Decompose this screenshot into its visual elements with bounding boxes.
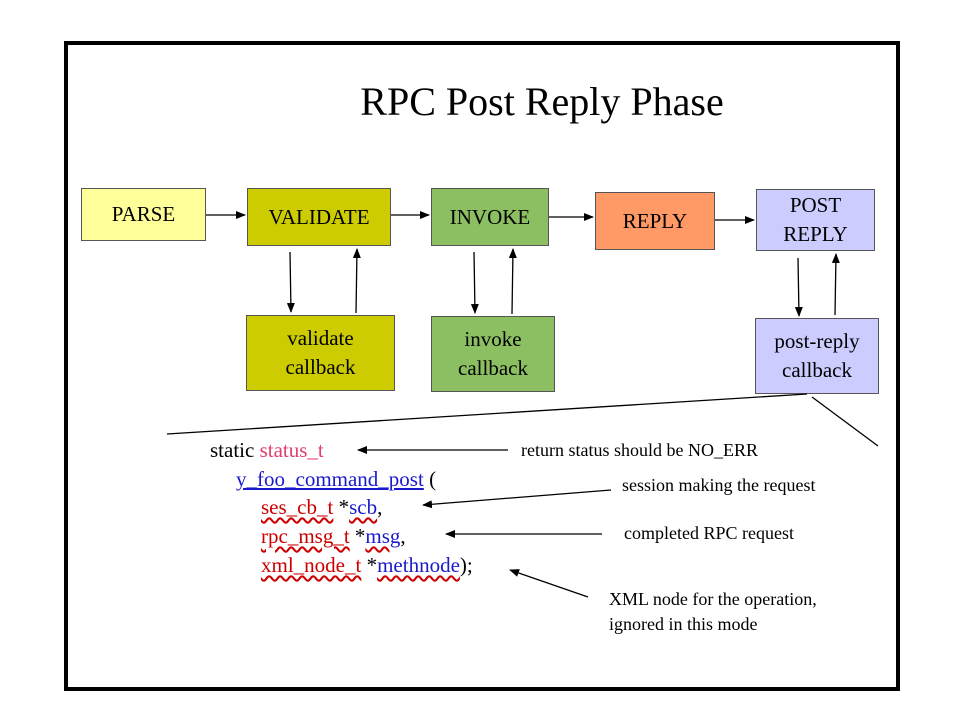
msg-note: completed RPC request: [624, 523, 794, 543]
arrow-post-up: [831, 253, 840, 316]
page-title: RPC Post Reply Phase: [360, 79, 724, 124]
param3-type: xml_node_t: [261, 553, 362, 577]
code-line-param3: xml_node_t *methnode);: [261, 553, 473, 578]
param3-name: methnode: [377, 553, 460, 577]
reply-label: REPLY: [622, 208, 688, 233]
param1-sep: ,: [377, 495, 383, 519]
arrow-post-down: [794, 257, 803, 317]
reply-box: REPLY: [595, 192, 715, 250]
code-line-param1: ses_cb_t *scb,: [261, 495, 382, 520]
param3-end: );: [459, 553, 473, 577]
methnode-note-line1: XML node for the operation,: [609, 589, 817, 609]
arrow-methnode-note: [509, 569, 589, 598]
arrow-scb-note: [422, 489, 612, 509]
open-paren: (: [423, 467, 437, 491]
parse-box: PARSE: [81, 188, 206, 241]
invoke-callback-box: invoke callback: [431, 316, 555, 392]
param3-star: *: [361, 553, 378, 577]
parse-label: PARSE: [111, 202, 176, 226]
scb-note: session making the request: [622, 475, 816, 495]
arrow-invoke-up: [508, 248, 517, 315]
slide-frame: [64, 41, 900, 691]
invoke-box: INVOKE: [431, 188, 549, 246]
param2-name: msg: [365, 524, 401, 548]
invoke-callback-label: invoke callback: [458, 327, 528, 380]
param2-type: rpc_msg_t: [261, 524, 350, 548]
code-line-signature: static status_t: [210, 438, 324, 463]
validate-label: VALIDATE: [268, 204, 370, 229]
callout-line-left: [166, 393, 808, 435]
arrow-invoke-down: [470, 251, 479, 314]
param1-type: ses_cb_t: [261, 495, 334, 519]
post-reply-callback-box: post-reply callback: [755, 318, 879, 394]
return-status-note: return status should be NO_ERR: [521, 440, 758, 460]
methnode-note-line2: ignored in this mode: [609, 614, 758, 634]
code-line-function: y_foo_command_post (: [236, 467, 436, 492]
validate-callback-box: validate callback: [246, 315, 395, 391]
static-keyword: static: [210, 438, 260, 462]
function-name: y_foo_command_post: [236, 467, 424, 491]
arrow-validate-down: [286, 251, 295, 313]
arrow-validate-up: [352, 248, 361, 314]
param1-name: scb: [349, 495, 378, 519]
post-reply-box: POST REPLY: [756, 189, 875, 251]
callout-line-right: [811, 396, 879, 447]
validate-box: VALIDATE: [247, 188, 391, 246]
validate-callback-label: validate callback: [285, 326, 356, 379]
post-reply-callback-label: post-reply callback: [774, 329, 860, 382]
param2-sep: ,: [400, 524, 406, 548]
param2-star: *: [349, 524, 366, 548]
invoke-label: INVOKE: [449, 204, 531, 229]
return-type: status_t: [259, 438, 324, 462]
param1-star: *: [333, 495, 350, 519]
code-line-param2: rpc_msg_t *msg,: [261, 524, 406, 549]
post-reply-label: POST REPLY: [783, 193, 848, 246]
